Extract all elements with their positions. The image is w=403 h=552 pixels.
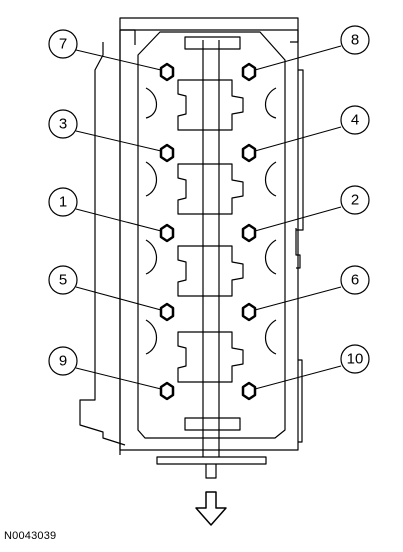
- leader-lines: [75, 45, 342, 390]
- callout-10-label: 10: [347, 351, 364, 368]
- callout-9-label: 9: [59, 353, 67, 370]
- callout-8-label: 8: [351, 32, 359, 49]
- right-chamber-scallops: [264, 87, 277, 355]
- right-side-flange: [295, 69, 304, 443]
- bolt-2-hex: [241, 223, 257, 243]
- bolt-3-hex: [159, 143, 175, 163]
- callout-4-circle: [340, 105, 370, 135]
- bearing-cap-1: [177, 79, 244, 131]
- callout-2-circle: [340, 185, 370, 215]
- head-outer-frame: [119, 17, 299, 451]
- front-pulley: [156, 450, 267, 479]
- bolt-8-hex: [241, 62, 257, 82]
- bolt-9-hex: [159, 381, 175, 401]
- bolt-10-hex: [241, 381, 257, 401]
- bolt-6-hex: [241, 302, 257, 322]
- bearing-cap-4: [177, 331, 244, 383]
- cam-front-cap: [184, 36, 241, 50]
- callout-4-label: 4: [351, 112, 359, 129]
- callout-9-circle: [48, 346, 78, 376]
- left-chamber-scallops: [145, 87, 158, 355]
- left-flange: [79, 42, 126, 446]
- bolt-1-hex: [159, 223, 175, 243]
- callout-5-circle: [48, 265, 78, 295]
- callout-1-label: 1: [59, 194, 67, 211]
- bolt-7-hex: [159, 62, 175, 82]
- left-outer-wall: [119, 29, 136, 455]
- callout-3-circle: [48, 109, 78, 139]
- head-inner-outline: [137, 31, 286, 439]
- callout-10-circle: [340, 344, 370, 374]
- bolt-4-hex: [241, 143, 257, 163]
- callout-7-circle: [48, 29, 78, 59]
- figure-id: N0043039: [4, 530, 57, 542]
- callout-8-circle: [340, 25, 370, 55]
- down-arrow-icon: [195, 491, 227, 526]
- callout-circles: [48, 25, 370, 376]
- callout-3-label: 3: [59, 116, 67, 133]
- callout-2-label: 2: [351, 192, 359, 209]
- bearing-cap-2: [177, 163, 244, 215]
- camshaft: [202, 40, 220, 450]
- callout-6-label: 6: [351, 272, 359, 289]
- bolt-5-hex: [159, 302, 175, 322]
- callout-7-label: 7: [59, 36, 67, 53]
- callout-1-circle: [48, 187, 78, 217]
- bearing-cap-3: [177, 245, 244, 297]
- cam-rear-cap: [184, 417, 241, 431]
- head-top-ledge: [120, 29, 299, 43]
- callout-6-circle: [340, 265, 370, 295]
- bolts: [159, 62, 257, 401]
- callout-5-label: 5: [59, 272, 67, 289]
